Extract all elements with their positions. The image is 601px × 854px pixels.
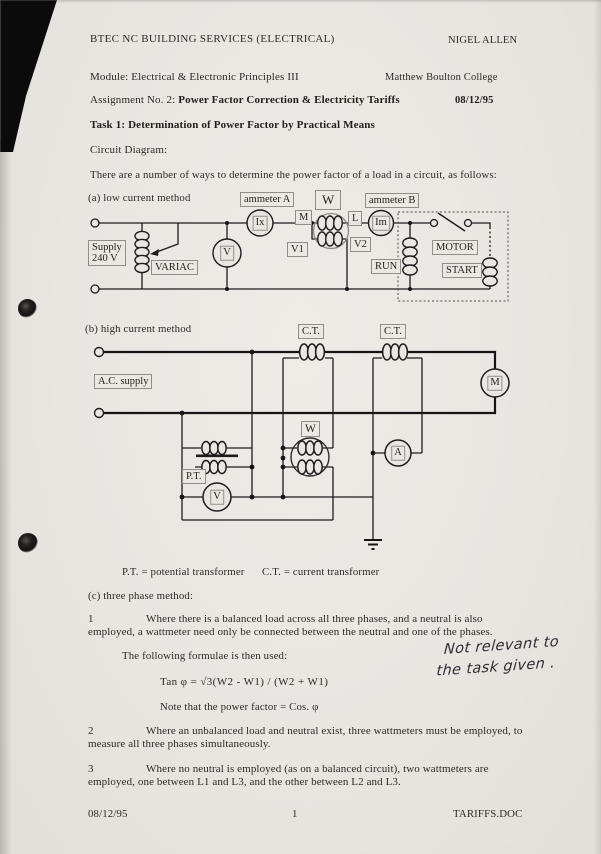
motor-letter: M — [487, 375, 503, 391]
item-2-text: Where an unbalanced load and neutral exi… — [88, 725, 523, 751]
voltmeter-letter: V — [210, 489, 224, 505]
footer-date: 08/12/95 — [88, 808, 128, 820]
ammeter-a-label: ammeter A — [240, 192, 295, 208]
switch-contact-icon — [429, 218, 439, 228]
supply-line2: 240 V — [92, 253, 118, 265]
tan-phi-formula: Tan φ = √3(W2 - W1) / (W2 + W1) — [160, 676, 329, 688]
variac-label: VARIAC — [151, 260, 198, 276]
item-3-number: 3 — [88, 763, 94, 775]
course-title: BTEC NC BUILDING SERVICES (ELECTRICAL) — [90, 33, 335, 45]
terminal-l-label: L — [348, 211, 363, 227]
wattmeter-circle — [312, 212, 350, 250]
voltmeter-circle — [212, 238, 242, 268]
im-letter: Im — [372, 215, 390, 231]
circuit-a-caption: (a) low current method — [88, 192, 191, 204]
circuit-c-caption: (c) three phase method: — [88, 590, 194, 602]
ct-definition: C.T. = current transformer — [262, 566, 380, 578]
pt-core-bar — [196, 454, 238, 458]
item-2-number: 2 — [88, 725, 94, 737]
motor-label: MOTOR — [432, 240, 478, 256]
terminal-icon — [90, 218, 100, 228]
assignment-date: 08/12/95 — [455, 95, 494, 106]
wattmeter-label: W — [301, 421, 320, 438]
terminal-m-label: M — [295, 210, 313, 226]
supply-line1: Supply — [92, 242, 122, 253]
ammeter-b-label: ammeter B — [365, 193, 420, 209]
ammeter-im-circle — [367, 209, 395, 237]
item-1-text: Where there is a balanced load across al… — [88, 613, 493, 639]
v2-label: V2 — [350, 237, 371, 253]
circuit-a-diagram: ammeter A W ammeter B M L V1 V2 RUN MOTO… — [85, 188, 517, 310]
formula-intro: The following formulae is then used: — [122, 650, 288, 662]
assignment-prefix: Assignment No. 2: — [90, 94, 179, 106]
assignment-line: Assignment No. 2: Power Factor Correctio… — [90, 94, 400, 106]
ct2-label: C.T. — [380, 324, 406, 340]
variac-wiper-arrow-icon — [150, 249, 159, 256]
intro-text: There are a number of ways to determine … — [90, 169, 497, 181]
circuit-b-caption: (b) high current method — [85, 323, 192, 335]
ammeter-letter: A — [391, 445, 405, 461]
scan-right-edge — [594, 0, 601, 854]
voltmeter-letter: V — [220, 245, 234, 261]
switch-contact-icon — [463, 218, 473, 228]
terminal-icon — [93, 407, 105, 419]
item-1-number: 1 — [88, 613, 94, 625]
pt-definition: P.T. = potential transformer — [122, 566, 245, 578]
start-label: START — [442, 263, 482, 279]
circuit-diagram-label: Circuit Diagram: — [90, 144, 168, 156]
author-name: NIGEL ALLEN — [448, 35, 518, 46]
ground-icon — [364, 539, 382, 550]
footer-filename: TARIFFS.DOC — [453, 808, 523, 820]
circuit-b-diagram: C.T. C.T. A.C. supply W P.T. M V A — [85, 320, 517, 558]
voltmeter-circle — [202, 482, 232, 512]
college-name: Matthew Boulton College — [385, 72, 498, 83]
ac-supply-label: A.C. supply — [94, 374, 153, 390]
terminal-icon — [93, 346, 105, 358]
scan-corner-shadow — [0, 0, 57, 152]
formula-note: Note that the power factor = Cos. φ — [160, 701, 319, 713]
scan-top-edge — [0, 0, 601, 3]
hole-punch — [18, 533, 38, 553]
terminal-icon — [90, 284, 100, 294]
ix-letter: Ix — [252, 215, 268, 231]
ct1-label: C.T. — [298, 324, 324, 340]
run-label: RUN — [371, 259, 402, 275]
wattmeter-label: W — [315, 190, 342, 210]
hole-punch — [18, 299, 37, 318]
v1-label: V1 — [287, 242, 308, 258]
scan-left-edge — [0, 140, 12, 854]
wattmeter-circle — [290, 437, 330, 477]
module-line: Module: Electrical & Electronic Principl… — [90, 71, 299, 83]
circuit-b-svg — [93, 343, 510, 550]
item-3-text: Where no neutral is employed (as on a ba… — [88, 763, 489, 789]
handwritten-note: Not relevant to the task given . — [436, 632, 560, 682]
assignment-title: Power Factor Correction & Electricity Ta… — [178, 94, 400, 106]
pt-label: P.T. — [182, 469, 206, 485]
task-title: Task 1: Determination of Power Factor by… — [90, 119, 375, 131]
footer-page-number: 1 — [292, 808, 298, 820]
